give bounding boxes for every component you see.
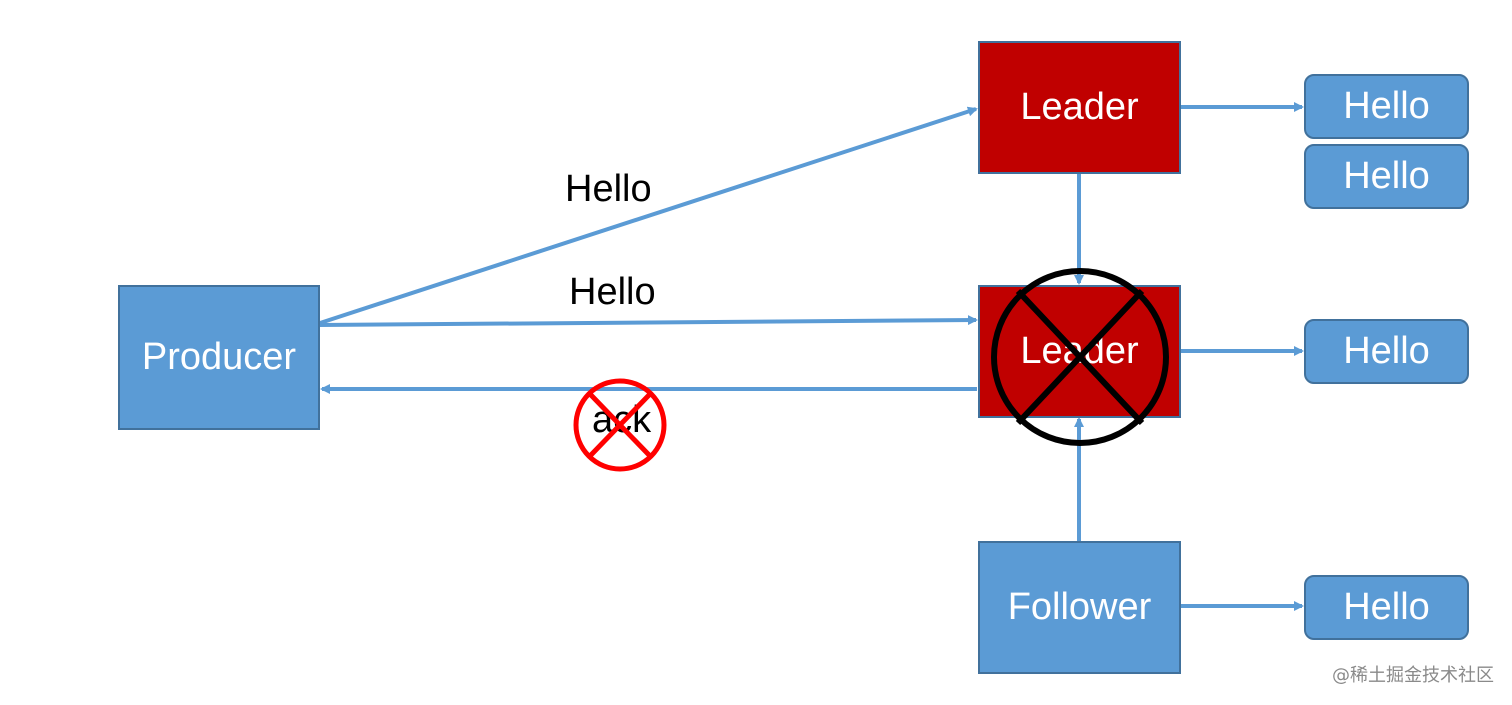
top-leader-label: Leader (1020, 86, 1139, 128)
edge-label-top-hello: Hello (565, 168, 652, 210)
failed-leader-label: Leader (1020, 330, 1139, 372)
follower-node: Follower (978, 541, 1181, 674)
middle-message-label: Hello (1343, 330, 1430, 372)
top-message-2-label: Hello (1343, 155, 1430, 197)
top-message-1: Hello (1304, 74, 1469, 139)
producer-to-failed-leader-arrow (319, 315, 978, 327)
ack-label: ack (592, 399, 652, 441)
top-message-1-label: Hello (1343, 85, 1430, 127)
edge-label-middle-hello: Hello (569, 271, 656, 313)
bottom-message: Hello (1304, 575, 1469, 640)
middle-message: Hello (1304, 319, 1469, 384)
producer-label: Producer (141, 336, 297, 378)
follower-label: Follower (1007, 586, 1152, 628)
failed-leader-node: Leader (978, 285, 1181, 418)
top-leader-node: Leader (978, 41, 1181, 174)
top-message-2: Hello (1304, 144, 1469, 209)
producer-node: Producer (118, 285, 320, 430)
watermark: @稀土掘金技术社区 (1332, 665, 1494, 686)
bottom-message-label: Hello (1343, 586, 1430, 628)
